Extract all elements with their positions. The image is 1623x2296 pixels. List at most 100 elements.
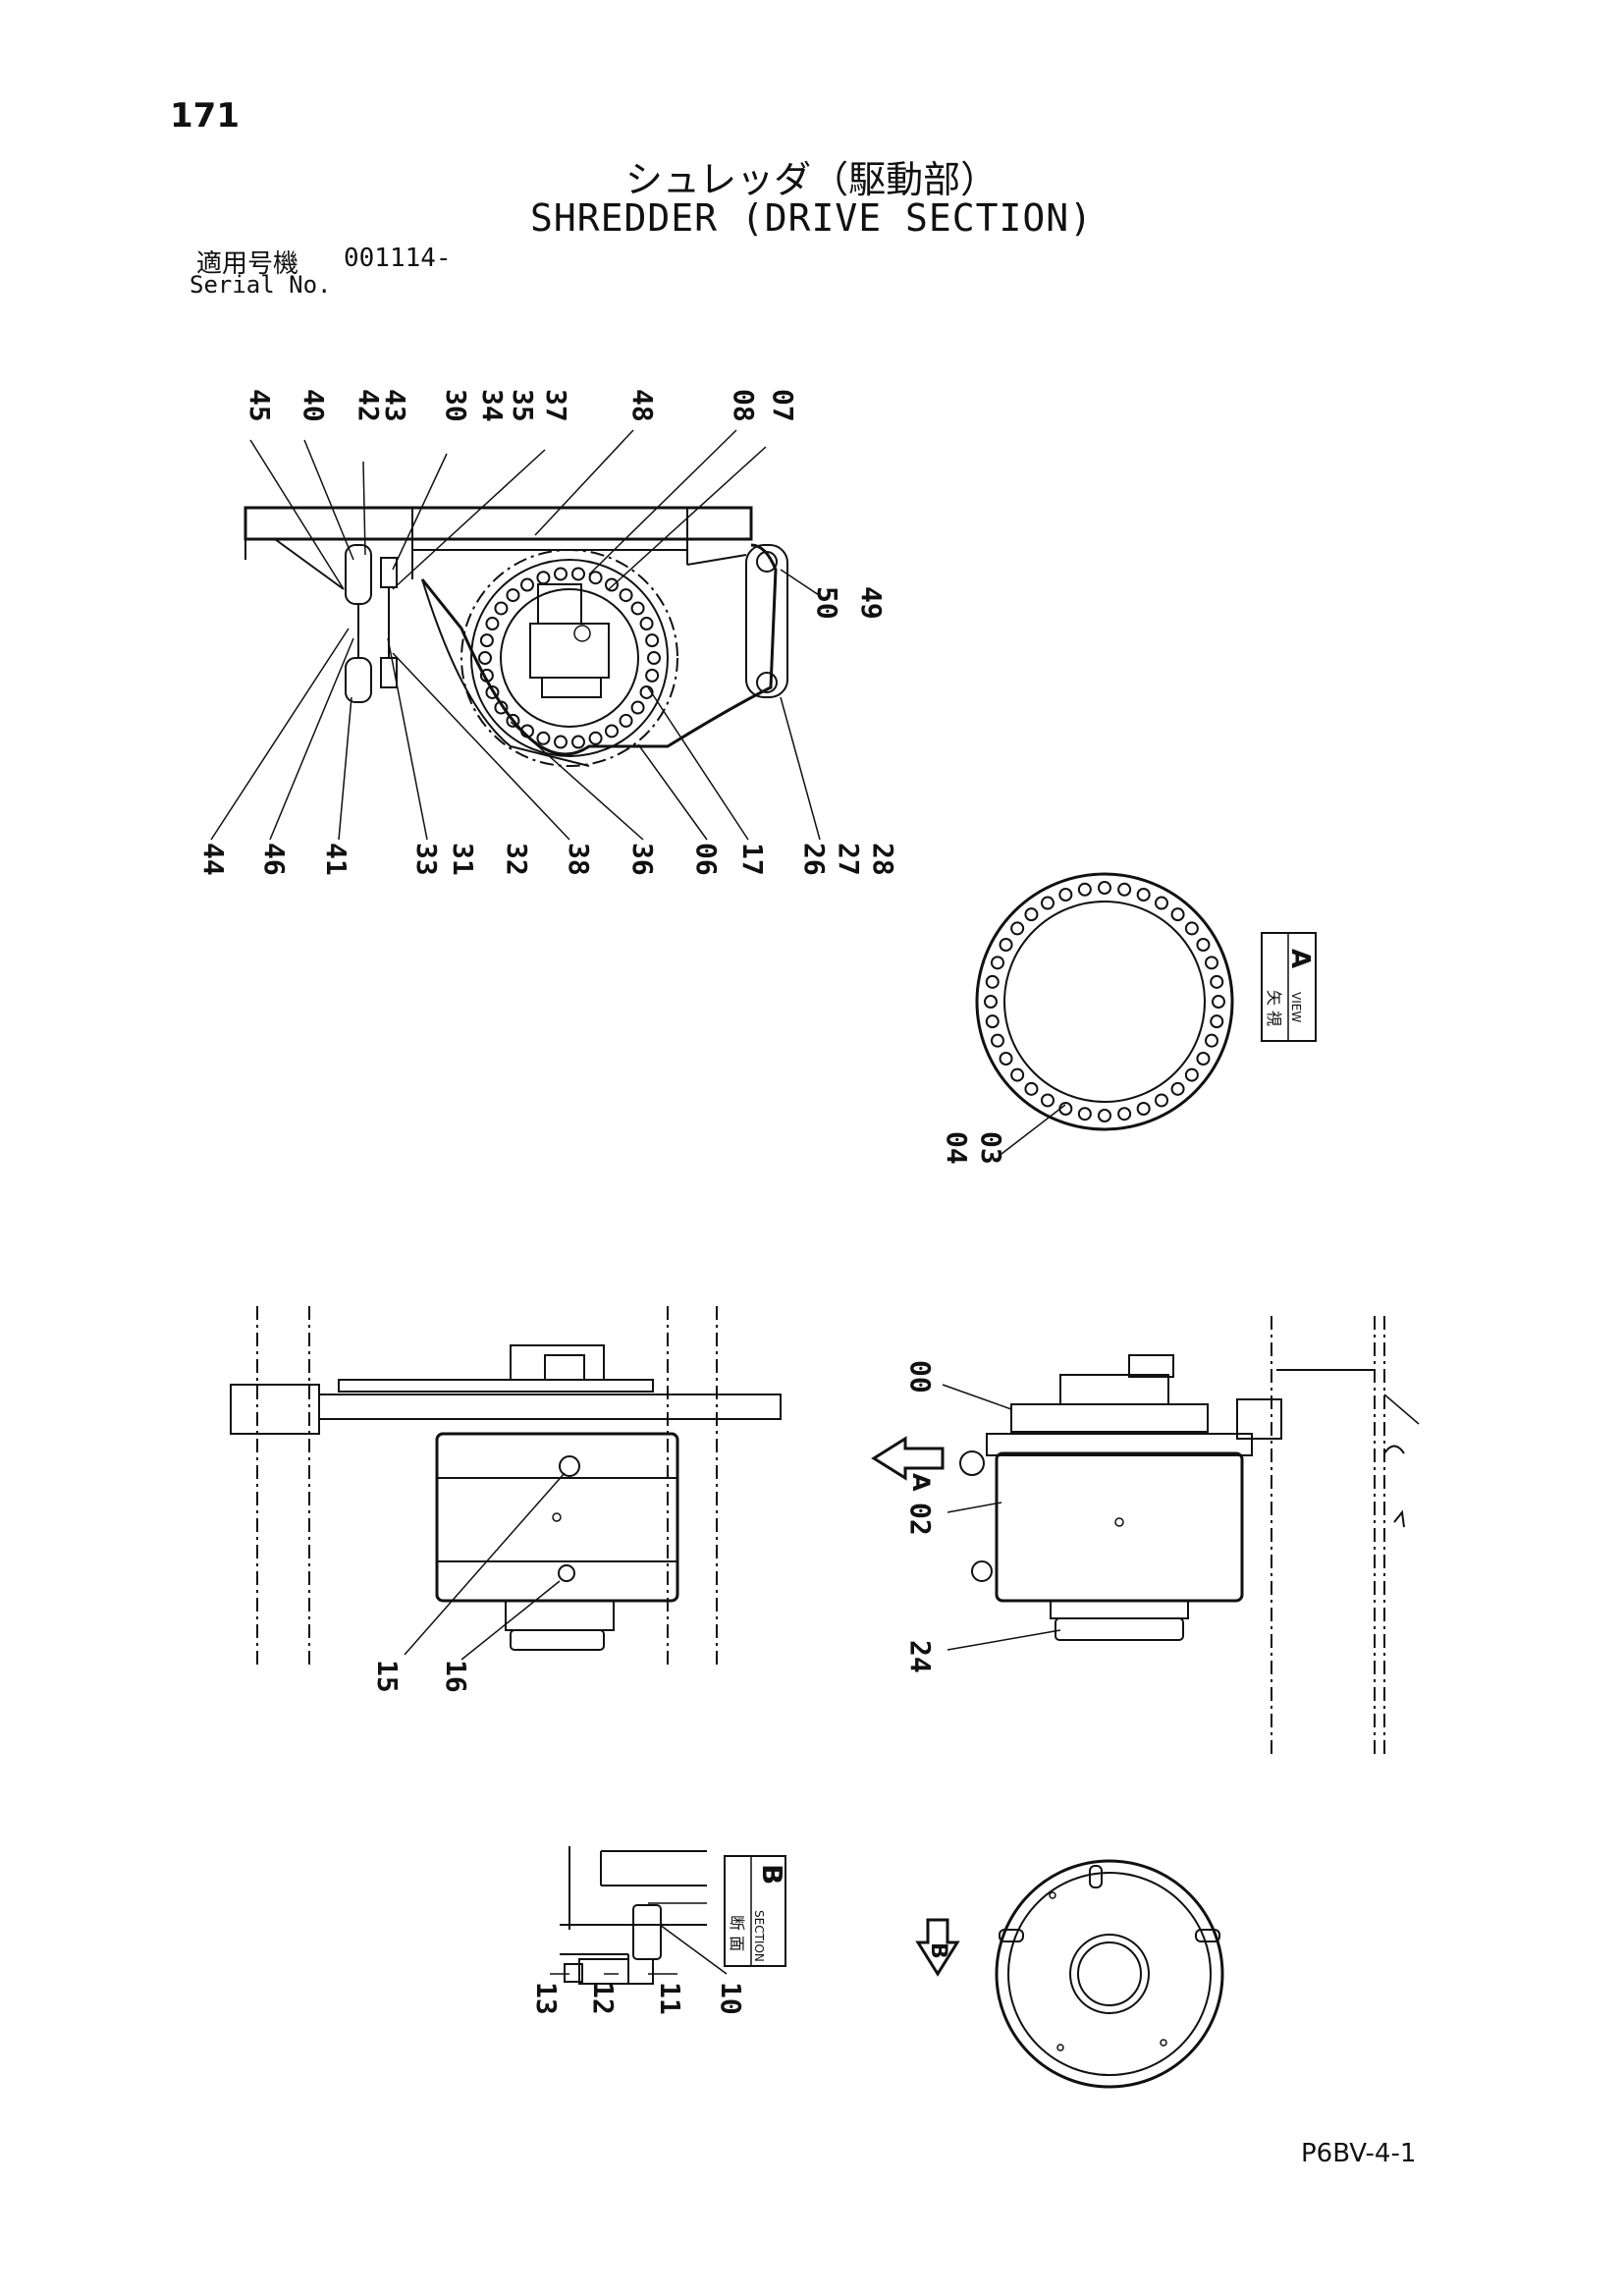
section-b-label-ja: 断 面 <box>728 1915 746 1951</box>
view-b-arrow-letter: B <box>926 1942 950 1959</box>
bolt-hole <box>506 713 520 728</box>
bolt-hole <box>1205 956 1219 970</box>
bolt-hole <box>1212 995 1225 1009</box>
bolt-hole <box>999 1052 1013 1066</box>
section-b-letter: B <box>756 1864 788 1885</box>
bolt-hole <box>1205 1033 1219 1048</box>
bolt-hole <box>485 617 500 631</box>
bolt-hole <box>1136 1102 1151 1117</box>
bolt-hole <box>1170 907 1185 922</box>
callout-46: 46 <box>258 843 291 876</box>
callout-31: 31 <box>447 843 479 876</box>
bolt-hole <box>999 938 1013 952</box>
bolt-hole <box>1136 887 1151 902</box>
bolt-hole <box>554 735 568 749</box>
bolt-hole <box>1184 1067 1199 1082</box>
callout-08: 08 <box>728 389 760 422</box>
bolt-hole <box>1077 1107 1092 1121</box>
bolt-hole <box>1098 881 1111 895</box>
bolt-hole <box>478 651 492 665</box>
bolt-hole <box>570 567 585 581</box>
bolt-hole <box>520 577 534 592</box>
bolt-hole <box>990 1033 1004 1048</box>
view-b-arrow <box>915 1918 960 1977</box>
bolt-hole <box>1058 887 1073 902</box>
bolt-hole <box>494 700 509 715</box>
side-view-right-drawing: A 00 02 24 <box>871 1316 1420 1758</box>
drawing-code: P6BV-4-1 <box>1301 2139 1417 2168</box>
bolt-hole <box>630 601 645 616</box>
side-view-left-drawing: 15 16 <box>230 1306 782 1693</box>
callout-11: 11 <box>654 1982 686 2015</box>
bolt-hole <box>645 668 660 683</box>
bolt-hole <box>1117 882 1132 897</box>
callout-24: 24 <box>904 1640 937 1673</box>
serial-label-english: Serial No. <box>189 271 332 299</box>
serial-label-japanese: 適用号機 <box>196 249 299 279</box>
callout-42: 42 <box>352 389 385 422</box>
serial-number-value: 001114- <box>344 244 452 273</box>
callout-41: 41 <box>320 843 352 876</box>
bolt-hole <box>605 724 619 738</box>
bolt-hole <box>588 571 603 585</box>
bolt-hole <box>1077 882 1092 897</box>
callout-27: 27 <box>833 843 865 876</box>
callout-40: 40 <box>298 389 330 422</box>
bolt-hole <box>1196 938 1211 952</box>
callout-13: 13 <box>530 1982 563 2015</box>
callout-32: 32 <box>501 843 533 876</box>
callout-35: 35 <box>507 389 539 422</box>
view-a-bolt-ring <box>984 881 1225 1122</box>
section-b-label-en: SECTION <box>752 1910 766 1962</box>
bolt-hole <box>1024 907 1039 922</box>
section-b-drawing: 13 12 11 10 断 面 SECTION B <box>530 1846 788 2015</box>
bolt-hole <box>1117 1107 1132 1121</box>
section-b-label-box <box>724 1855 786 1967</box>
top-view-callouts: 45 40 42 43 30 34 35 37 48 08 07 50 49 4… <box>197 389 899 876</box>
bolt-hole <box>985 1014 1000 1029</box>
bolt-hole <box>485 684 500 699</box>
bolt-hole <box>494 601 509 616</box>
callout-30: 30 <box>440 389 472 422</box>
bolt-hole <box>1196 1052 1211 1066</box>
bolt-hole <box>1058 1102 1073 1117</box>
bolt-hole <box>1010 1067 1025 1082</box>
bolt-hole <box>554 567 568 581</box>
callout-45: 45 <box>243 389 276 422</box>
bolt-hole <box>1041 896 1055 910</box>
bolt-hole <box>630 700 645 715</box>
callout-36: 36 <box>626 843 659 876</box>
bolt-hole <box>479 633 494 648</box>
callout-10: 10 <box>715 1982 747 2015</box>
bolt-hole <box>990 956 1004 970</box>
view-a-arrow-letter: A <box>907 1473 935 1492</box>
callout-04: 04 <box>941 1131 973 1165</box>
bolt-hole <box>1010 921 1025 936</box>
callout-06: 06 <box>690 843 723 876</box>
page-number: 171 <box>170 96 240 136</box>
bolt-hole <box>645 633 660 648</box>
view-a-label-ja: 矢 視 <box>1265 990 1283 1026</box>
bolt-hole <box>1041 1093 1055 1108</box>
bolt-hole <box>1170 1081 1185 1096</box>
callout-03: 03 <box>975 1131 1007 1165</box>
bolt-hole <box>1184 921 1199 936</box>
callout-00: 00 <box>904 1360 937 1394</box>
bolt-hole <box>506 588 520 603</box>
bolt-hole <box>619 588 633 603</box>
callout-33: 33 <box>410 843 443 876</box>
bolt-hole <box>1024 1081 1039 1096</box>
bolt-hole <box>985 974 1000 989</box>
bolt-hole <box>479 668 494 683</box>
bolt-hole <box>605 577 619 592</box>
callout-17: 17 <box>736 843 769 876</box>
callout-48: 48 <box>626 389 659 422</box>
bolt-hole <box>647 651 661 665</box>
bolt-hole <box>639 684 654 699</box>
callout-49: 49 <box>855 586 888 620</box>
bolt-hole <box>1155 1093 1168 1108</box>
bolt-hole <box>570 735 585 749</box>
bolt-hole <box>619 713 633 728</box>
bolt-hole <box>1210 1014 1224 1029</box>
